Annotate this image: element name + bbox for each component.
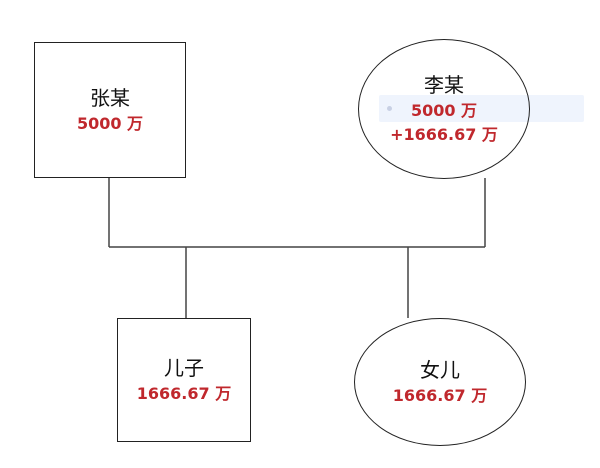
li-extra-amount: +1666.67 万 — [390, 125, 498, 144]
li-node: 李某 5000 万 +1666.67 万 — [358, 39, 530, 179]
li-amount: 5000 万 — [410, 101, 478, 120]
daughter-name: 女儿 — [420, 358, 460, 382]
zhang-name: 张某 — [90, 86, 130, 110]
li-name: 李某 — [424, 73, 464, 97]
daughter-amount: 1666.67 万 — [392, 386, 488, 405]
zhang-amount: 5000 万 — [76, 114, 144, 133]
son-amount: 1666.67 万 — [136, 384, 232, 403]
zhang-node: 张某 5000 万 — [34, 42, 186, 178]
son-name: 儿子 — [164, 356, 204, 380]
daughter-node: 女儿 1666.67 万 — [354, 318, 526, 446]
son-node: 儿子 1666.67 万 — [117, 318, 251, 442]
